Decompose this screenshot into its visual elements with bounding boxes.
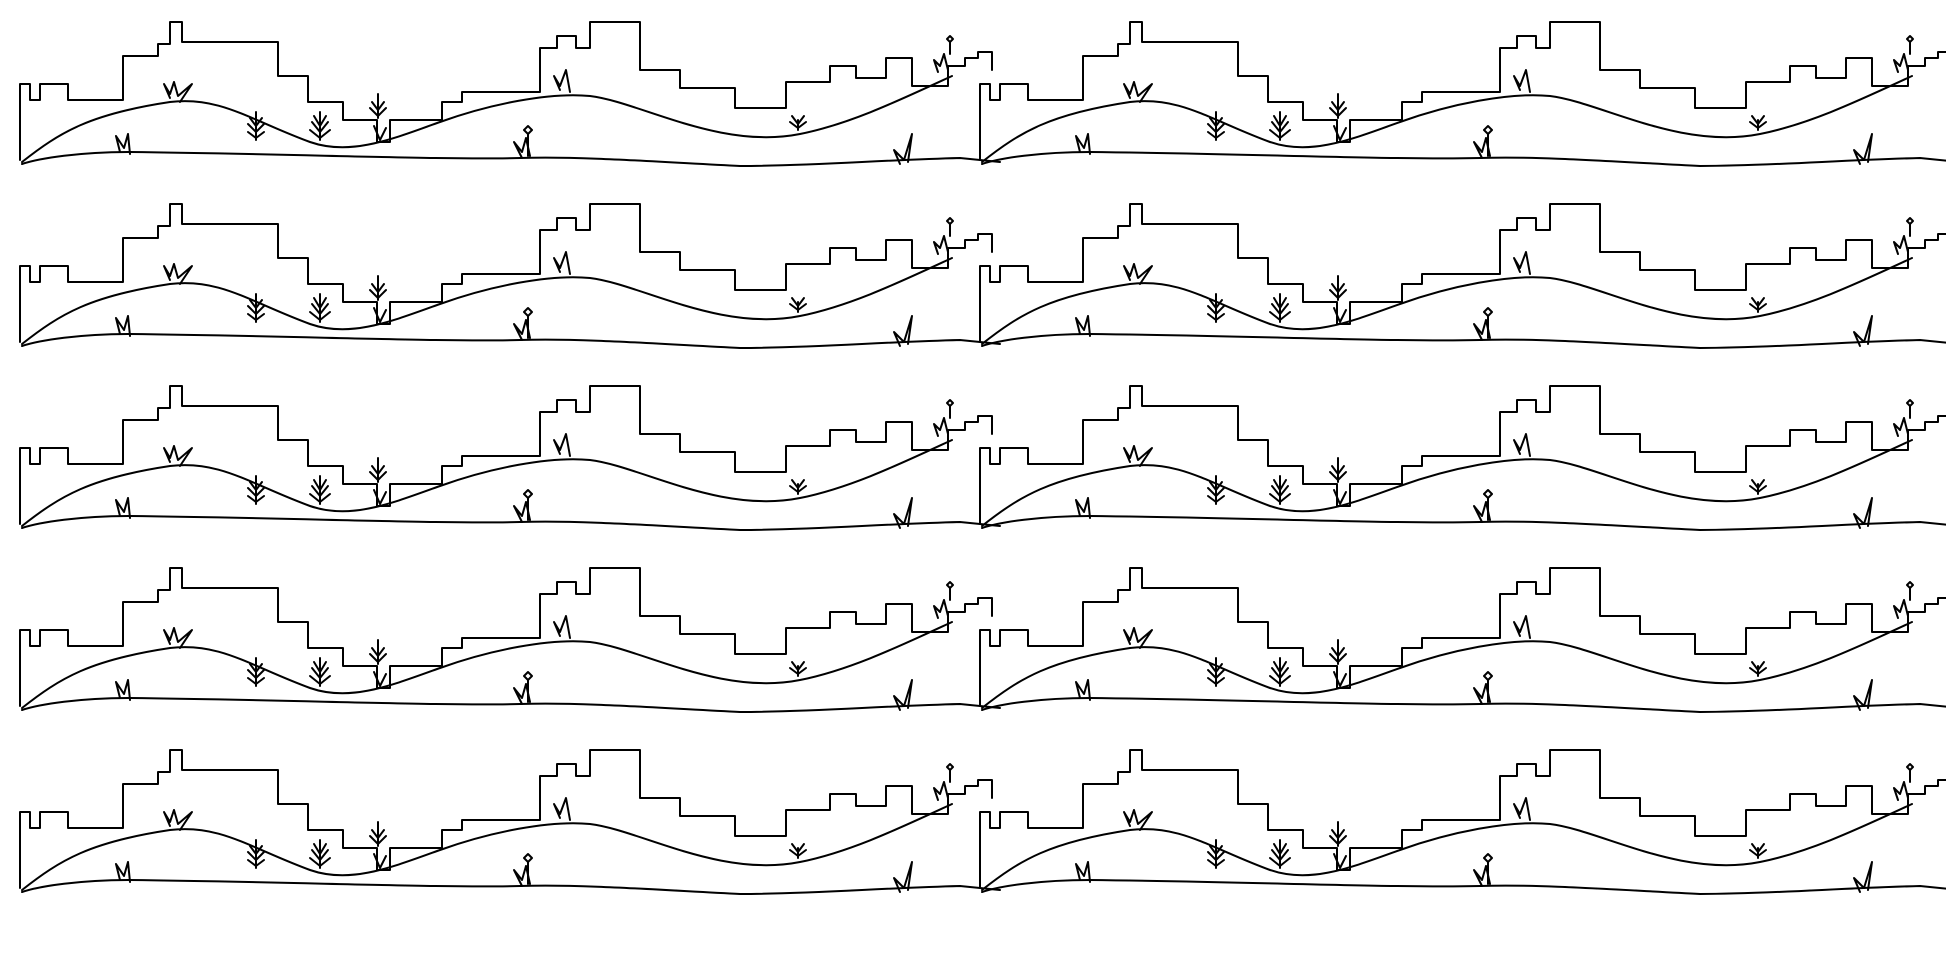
landscape-tile xyxy=(979,385,1946,531)
landscape-tile xyxy=(19,749,1001,895)
landscape-tile xyxy=(19,385,1001,531)
landscape-tile xyxy=(19,567,1001,713)
landscape-tile xyxy=(19,21,1001,167)
landscape-tile xyxy=(979,567,1946,713)
landscape-tile xyxy=(979,749,1946,895)
pattern-grid xyxy=(19,21,1946,895)
landscape-tile xyxy=(19,203,1001,349)
landscape-tile xyxy=(979,21,1946,167)
landscape-tile xyxy=(979,203,1946,349)
